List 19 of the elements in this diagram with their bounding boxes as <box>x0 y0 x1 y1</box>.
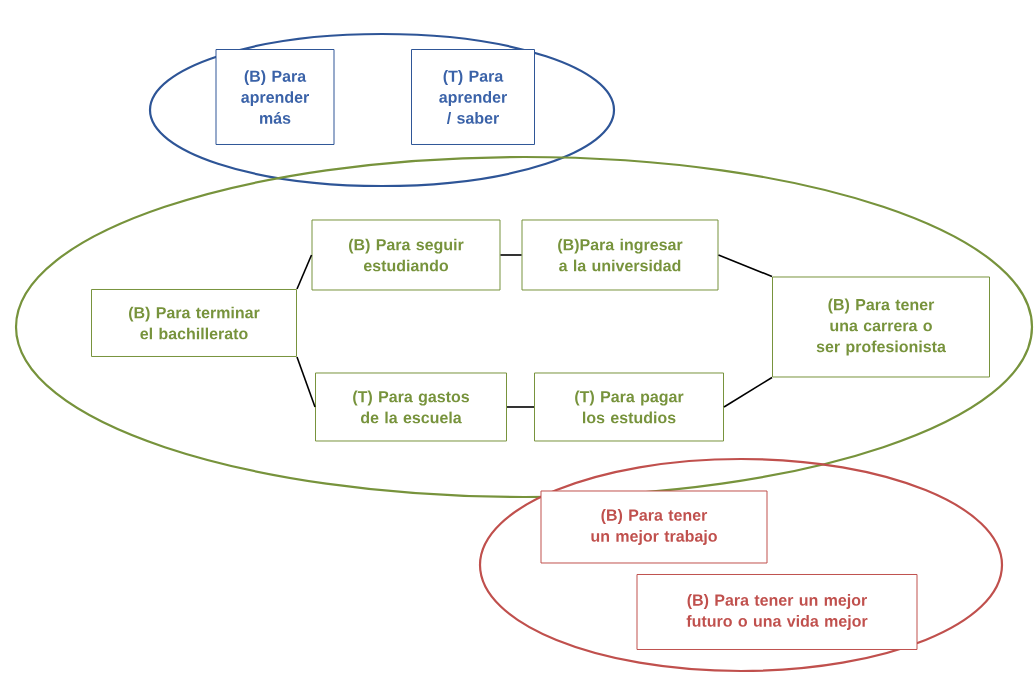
group-ellipse <box>148 32 616 188</box>
text-box: (B) Para tener una carrera o ser profesionista <box>772 276 990 378</box>
connector-line <box>296 356 316 408</box>
connector-line <box>296 254 313 290</box>
text-box: (B) Para terminar el bachillerato <box>91 289 297 357</box>
group-ellipse <box>478 457 1004 673</box>
text-box: (B)Para ingresar a la universidad <box>521 219 719 291</box>
connector-line <box>499 254 523 256</box>
connector-line <box>717 254 773 278</box>
text-box: (B) Para tener un mejor trabajo <box>540 490 768 564</box>
text-box: (T) Para gastos de la escuela <box>315 372 507 442</box>
text-box: (T) Para aprender / saber <box>411 49 535 145</box>
group-ellipse <box>14 155 1034 499</box>
text-box: (T) Para pagar los estudios <box>534 372 724 442</box>
connector-line <box>723 376 773 408</box>
text-box: (B) Para tener un mejor futuro o una vida mejor <box>636 574 918 650</box>
text-box: (B) Para aprender más <box>215 49 335 145</box>
connector-line <box>506 406 535 408</box>
text-box: (B) Para seguir estudiando <box>311 219 501 291</box>
